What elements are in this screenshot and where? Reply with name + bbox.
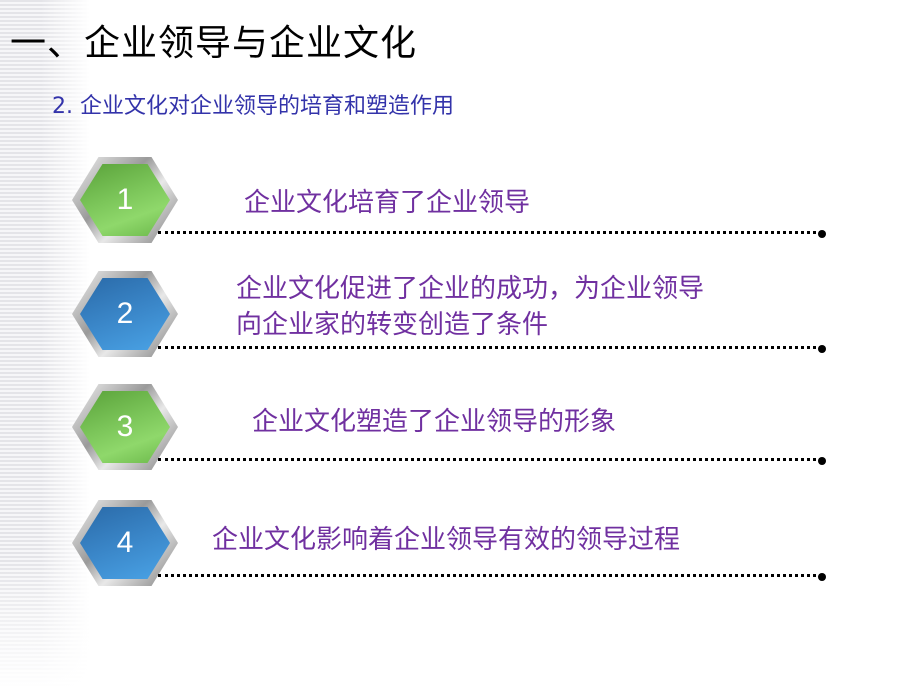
divider-end-dot (818, 345, 826, 353)
list-item-1: 1 企业文化培育了企业领导 (72, 157, 832, 247)
hexagon-badge-icon: 2 (72, 271, 178, 357)
item-number: 1 (80, 164, 170, 236)
hexagon-badge-icon: 1 (72, 157, 178, 243)
dotted-divider (158, 346, 822, 349)
side-fade (0, 560, 100, 690)
item-text-line2: 向企业家的转变创造了条件 (236, 310, 549, 340)
list-item-2: 2 企业文化促进了企业的成功，为企业领导 向企业家的转变创造了条件 (72, 271, 832, 361)
slide-subtitle: 2. 企业文化对企业领导的培育和塑造作用 (52, 94, 454, 119)
item-number: 3 (80, 391, 170, 463)
item-text-line1: 企业文化促进了企业的成功，为企业领导 (236, 274, 705, 304)
item-text: 企业文化培育了企业领导 (244, 188, 531, 218)
item-number: 2 (80, 278, 170, 350)
item-text: 企业文化塑造了企业领导的形象 (252, 407, 617, 437)
divider-end-dot (818, 230, 826, 238)
dotted-divider (158, 231, 822, 234)
divider-end-dot (818, 573, 826, 581)
list-item-4: 4 企业文化影响着企业领导有效的领导过程 (72, 500, 832, 590)
dotted-divider (158, 574, 822, 577)
slide-title: 一、企业领导与企业文化 (10, 23, 418, 64)
item-text: 企业文化影响着企业领导有效的领导过程 (212, 525, 681, 555)
hexagon-badge-icon: 3 (72, 384, 178, 470)
list-item-3: 3 企业文化塑造了企业领导的形象 (72, 384, 832, 474)
dotted-divider (158, 458, 822, 461)
divider-end-dot (818, 457, 826, 465)
hexagon-badge-icon: 4 (72, 500, 178, 586)
item-number: 4 (80, 507, 170, 579)
